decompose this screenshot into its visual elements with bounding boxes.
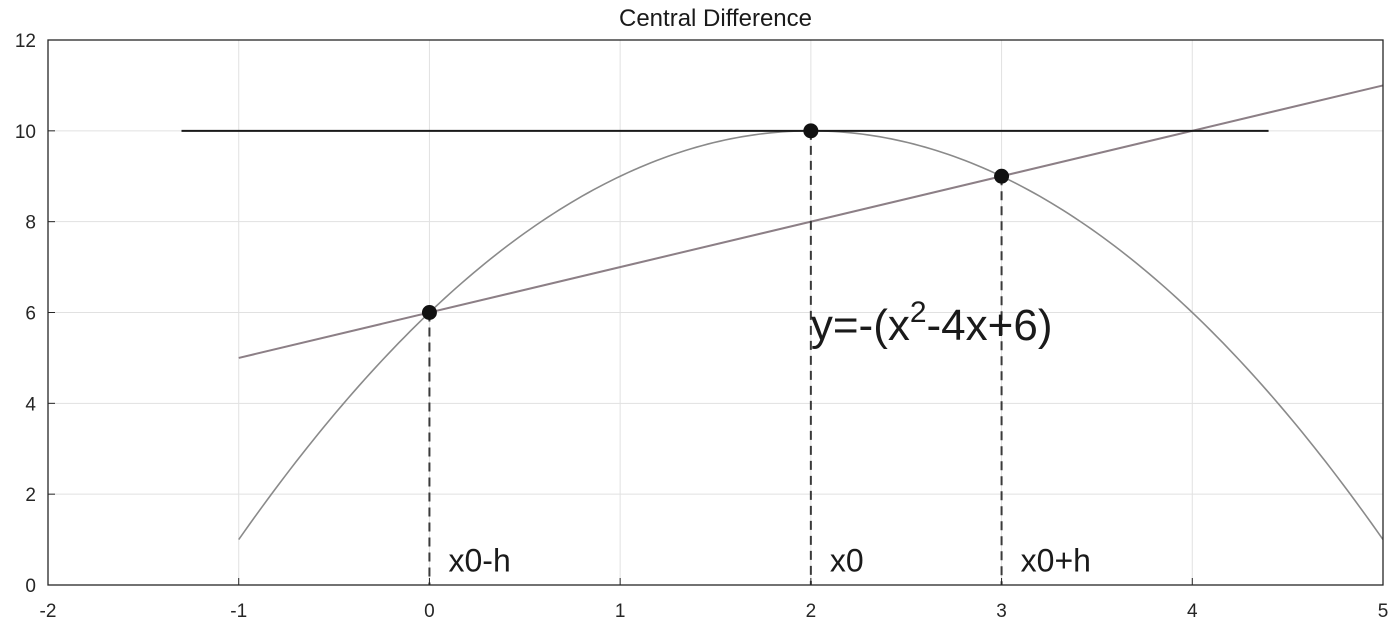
point-label: x0+h bbox=[1021, 542, 1091, 578]
point-label: x0 bbox=[830, 542, 864, 578]
formula-suffix: -4x+6) bbox=[927, 301, 1053, 350]
formula-annotation: y=-(x2-4x+6) bbox=[811, 296, 1053, 350]
data-point bbox=[803, 123, 819, 139]
grid-lines bbox=[47, 39, 1384, 586]
x-tick-label: 0 bbox=[424, 601, 435, 622]
data-point bbox=[994, 168, 1010, 184]
data-points bbox=[421, 123, 1010, 320]
chart-title: Central Difference bbox=[619, 5, 812, 32]
dashed-drop-lines bbox=[428, 130, 1003, 585]
y-tick-label: 12 bbox=[15, 31, 36, 52]
point-label: x0-h bbox=[449, 542, 511, 578]
y-tick-label: 2 bbox=[25, 485, 36, 506]
y-tick-label: 6 bbox=[25, 304, 36, 325]
x-tick-label: 1 bbox=[615, 601, 626, 622]
x-tick-label: 2 bbox=[806, 601, 817, 622]
x-tick-label: 3 bbox=[996, 601, 1007, 622]
y-tick-label: 0 bbox=[25, 576, 36, 597]
formula-prefix: y=-(x bbox=[811, 301, 910, 350]
x-tick-label: -1 bbox=[230, 601, 247, 622]
data-point bbox=[421, 305, 437, 320]
annotations: x0-h x0 x0+h bbox=[449, 542, 1091, 578]
y-tick-label: 4 bbox=[25, 394, 36, 415]
x-tick-label: -2 bbox=[40, 601, 57, 622]
y-tick-label: 8 bbox=[25, 213, 36, 234]
y-tick-label: 10 bbox=[15, 122, 36, 143]
x-tick-label: 4 bbox=[1187, 601, 1198, 622]
x-tick-label: 5 bbox=[1378, 601, 1389, 622]
formula-superscript: 2 bbox=[910, 296, 927, 329]
